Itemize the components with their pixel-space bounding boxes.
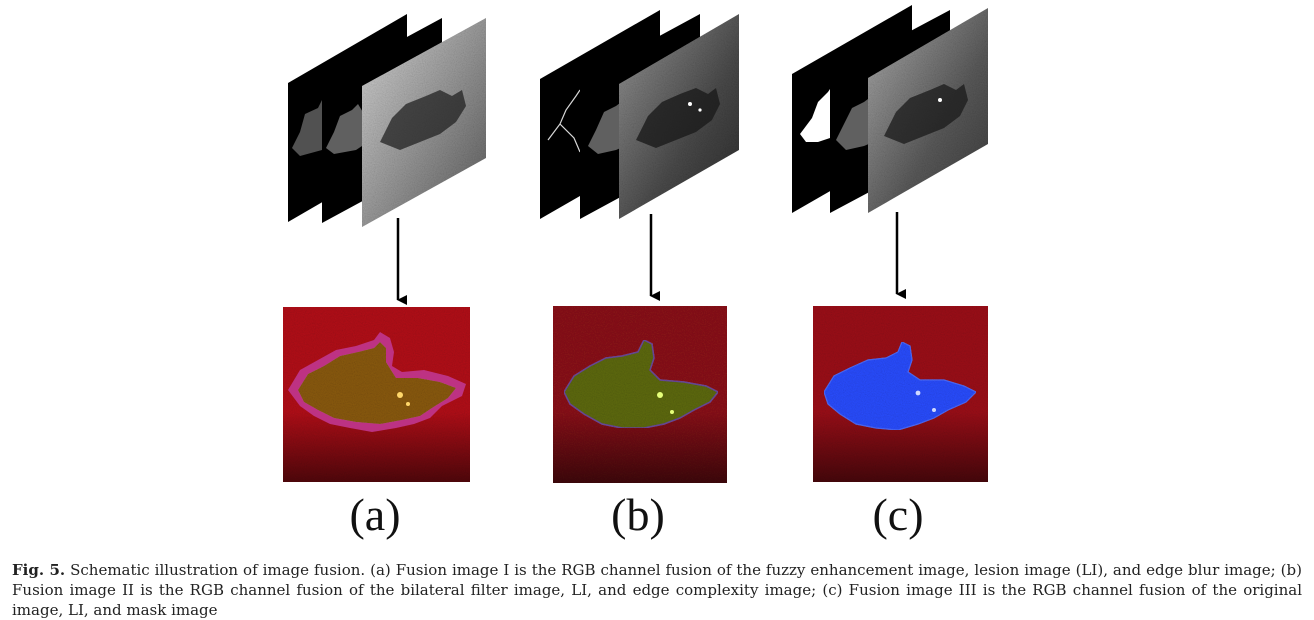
panel-b-layer-1-edge [547,89,581,153]
panel-c-lesion [823,341,978,431]
panel-a-input-stack [288,14,486,227]
panel-b-input-stack [540,10,739,219]
panel-c-label: (c) [872,489,924,540]
panel-c-input-stack [792,5,988,213]
panel-a-lesion [298,342,456,424]
panel-a-layer-3-lesion [380,90,466,150]
panel-b-fusion-image [553,306,727,483]
panel-c-layer-3-lesion [884,84,968,144]
panel-a-layer-2-lesion [326,104,372,154]
panel-a-fusion-image [283,307,470,482]
figure-caption-text: Schematic illustration of image fusion. … [12,561,1302,619]
figure-caption-tag: Fig. 5. [12,561,66,579]
panel-c-layer-1-mask [800,86,836,142]
figure-caption: Fig. 5. Schematic illustration of image … [12,560,1302,620]
fusion-diagram [283,5,988,483]
panel-b-lesion [563,338,720,429]
panel-b-layer-3-lesion [636,88,720,148]
panel-a-label: (a) [349,489,401,540]
panel-c-fusion-image [813,306,988,482]
panel-b-label: (b) [611,489,665,540]
